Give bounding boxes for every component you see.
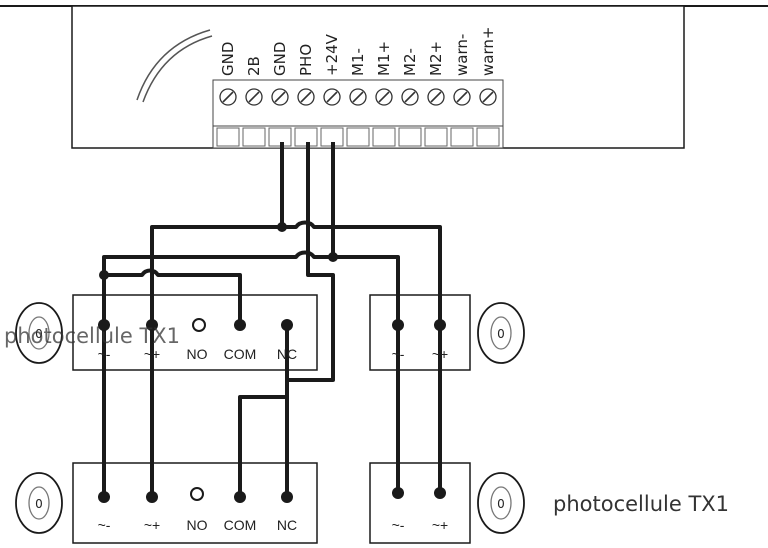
svg-text:0: 0 [35, 327, 43, 341]
transmitter-top [369, 294, 471, 371]
terminal-slot [372, 127, 396, 147]
terminal-label: NO [187, 517, 208, 533]
terminal-slot [346, 127, 370, 147]
screw-slot [430, 91, 442, 103]
wire-24v-bus [102, 250, 400, 497]
transmitter-bottom [369, 462, 471, 544]
receiver-bottom [72, 462, 318, 544]
receiver-top [72, 294, 318, 371]
receiver-top-terminals: ~- ~+ NO COM NC [98, 318, 297, 362]
controller-board [0, 5, 768, 149]
wire-com-top [104, 268, 242, 325]
controller-terminal-label: M2+ [427, 41, 445, 76]
terminal-label: NO [187, 346, 208, 362]
lens-icon: 0 [15, 472, 63, 534]
screw-slot [248, 91, 260, 103]
terminal-slot [398, 127, 422, 147]
terminal-slot [216, 127, 240, 147]
controller-terminal-label: +24V [323, 33, 341, 76]
screw-slot [404, 91, 416, 103]
screw-slot [274, 91, 286, 103]
wire-junctions [99, 222, 338, 280]
photocell-caption: photocellule TX1 [553, 492, 729, 516]
wiring [102, 142, 442, 497]
terminal-label: COM [224, 346, 257, 362]
terminal-slot [476, 127, 500, 147]
controller-terminal-labels: GND 2B GND PHO +24V M1- M1+ M2- M2+ warn… [219, 27, 497, 76]
controller-terminal-label: 2B [245, 56, 263, 76]
terminal-label: ~+ [144, 346, 160, 362]
svg-text:0: 0 [497, 497, 505, 511]
lens-icon: 0 [477, 472, 525, 534]
terminal-label: ~+ [432, 346, 448, 362]
screw-slot [222, 91, 234, 103]
terminal-slot [450, 127, 474, 147]
terminal-label: NC [277, 517, 297, 533]
lens-icon: 0 [477, 302, 525, 364]
controller-terminal-label: M2- [401, 48, 419, 76]
terminal-label: ~- [392, 517, 405, 533]
screw-slot [352, 91, 364, 103]
wire-gnd-bus [150, 220, 442, 497]
transmitter-top-terminals: ~- ~+ [392, 319, 448, 362]
terminal-slot [424, 127, 448, 147]
svg-text:0: 0 [35, 497, 43, 511]
terminal-label: NC [277, 346, 297, 362]
terminal-label: ~- [392, 346, 405, 362]
terminal-label: ~- [98, 346, 111, 362]
terminal-label: ~- [98, 517, 111, 533]
controller-terminal-label: M1+ [375, 41, 393, 76]
screw-slot [456, 91, 468, 103]
wire-nc-com [238, 325, 289, 497]
controller-terminal-label: warn- [453, 34, 471, 76]
controller-screw-terminals [216, 88, 500, 147]
screw-slot [482, 91, 494, 103]
lens-icon: 0 [15, 302, 63, 364]
transmitter-bottom-terminals: ~- ~+ [392, 487, 448, 533]
wire-pho [285, 142, 335, 497]
screw-slot [300, 91, 312, 103]
controller-terminal-label: PHO [297, 44, 315, 76]
svg-text:0: 0 [497, 327, 505, 341]
terminal-label: ~+ [432, 517, 448, 533]
controller-terminal-label: warn+ [479, 27, 497, 76]
terminal-slot [242, 127, 266, 147]
controller-terminal-label: GND [219, 42, 237, 76]
controller-terminal-label: GND [271, 42, 289, 76]
screw-slot [378, 91, 390, 103]
terminal-label: COM [224, 517, 257, 533]
receiver-bottom-terminals: ~- ~+ NO COM NC [98, 487, 297, 533]
screw-slot [326, 91, 338, 103]
photocell-caption: photocellule TX1 [4, 324, 180, 348]
terminal-label: ~+ [144, 517, 160, 533]
controller-terminal-label: M1- [349, 48, 367, 76]
